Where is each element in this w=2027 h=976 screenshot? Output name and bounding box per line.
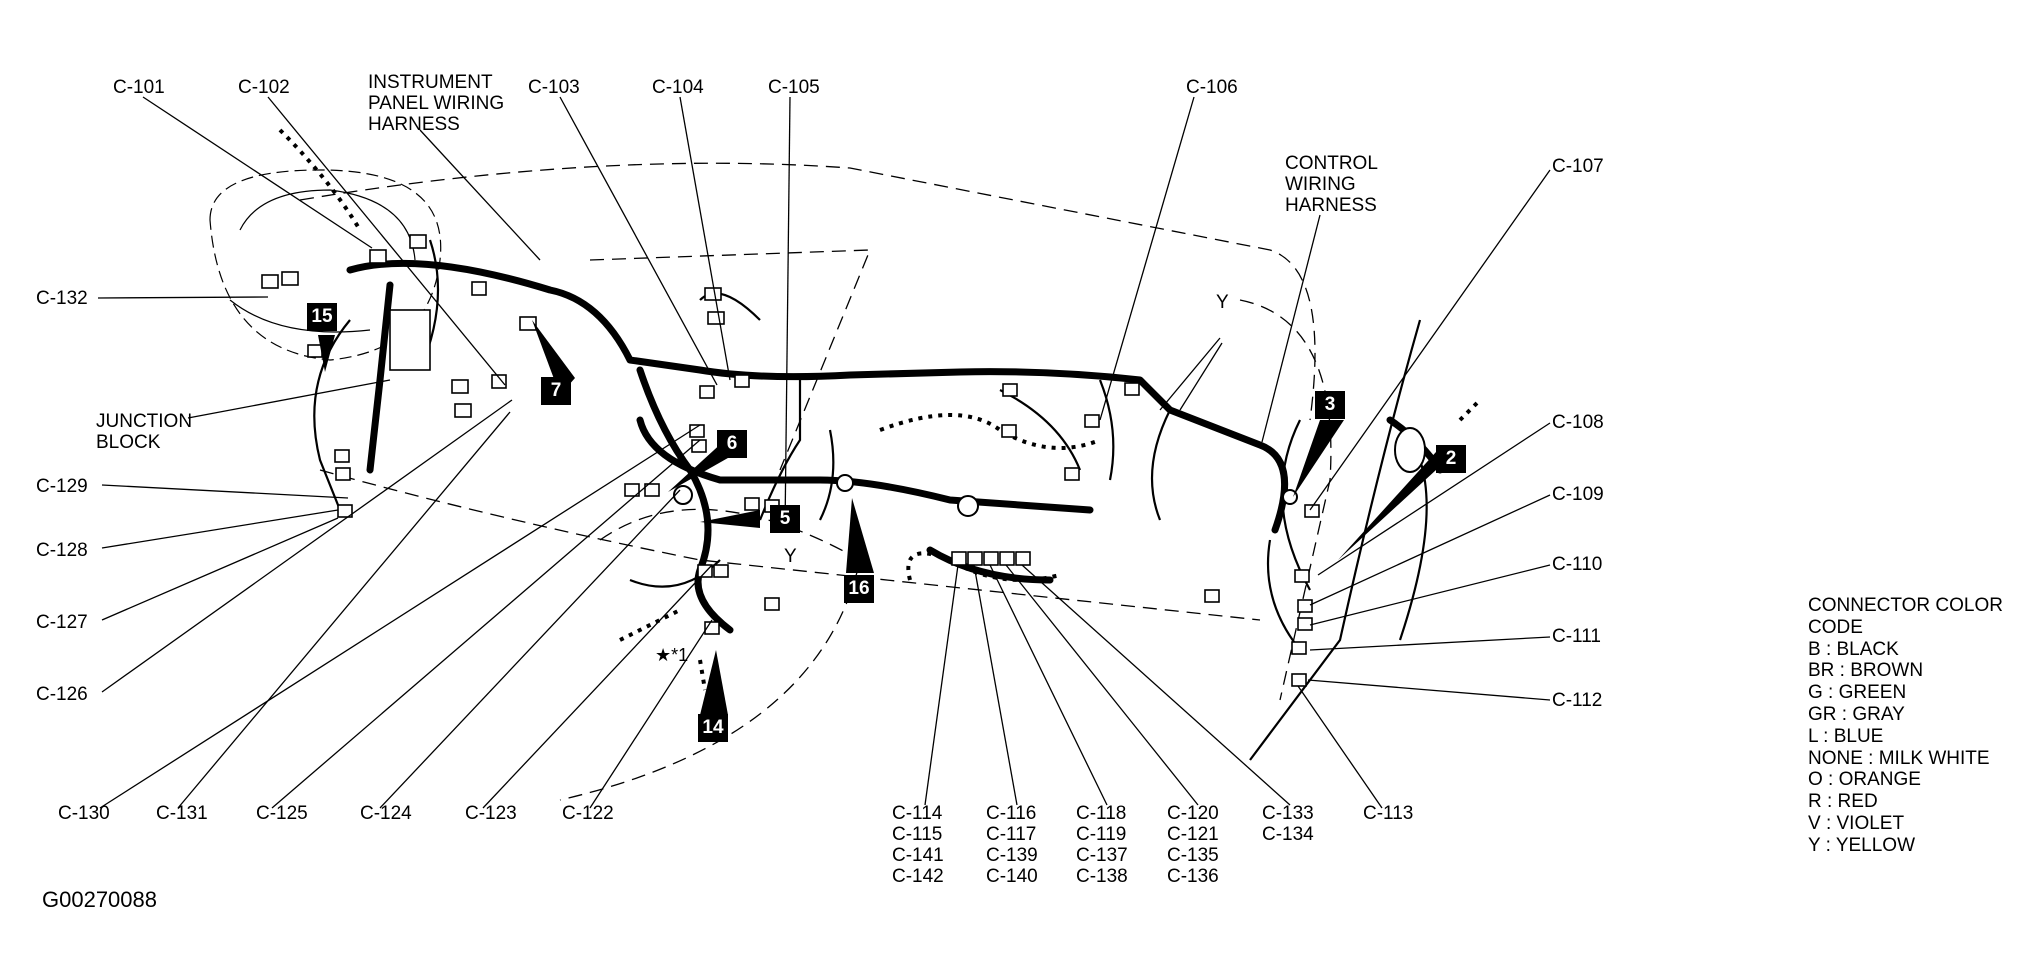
connector-label-c106: C-106 (1186, 77, 1238, 98)
connector-label-c122: C-122 (562, 803, 614, 824)
figure-id: G00270088 (42, 887, 157, 912)
wire-color-mark-y-1: Y (1216, 292, 1229, 313)
connector-label-c131: C-131 (156, 803, 208, 824)
connector-label-c108: C-108 (1552, 412, 1604, 433)
location-tag-15: 15 (307, 303, 337, 331)
connector-label-c125: C-125 (256, 803, 308, 824)
location-arrows (318, 320, 1436, 715)
dashboard-outline (299, 162, 1332, 801)
legend-entry: L : BLUE (1808, 725, 1884, 747)
connector-label-c107: C-107 (1552, 156, 1604, 177)
legend-title-line-2: CODE (1808, 616, 1863, 638)
wire-color-mark-y-2: Y (784, 546, 797, 567)
junction-block-label: JUNCTION BLOCK (96, 411, 193, 453)
legend-entry: Y : YELLOW (1808, 834, 1916, 856)
connector-label-c132: C-132 (36, 288, 88, 309)
connector-label-c102: C-102 (238, 77, 290, 98)
dashed-wires (278, 128, 1482, 691)
location-tag-16: 16 (844, 575, 874, 603)
connector-label-c101: C-101 (113, 77, 165, 98)
connector-label-c127: C-127 (36, 612, 88, 633)
legend-entry: B : BLACK (1808, 638, 1899, 660)
connector-label-c104: C-104 (652, 77, 704, 98)
connector-label-c128: C-128 (36, 540, 88, 561)
connector-label-c130: C-130 (58, 803, 110, 824)
location-tag-2: 2 (1436, 445, 1466, 473)
connector-label-c109: C-109 (1552, 484, 1604, 505)
legend-entry: GR : GRAY (1808, 703, 1905, 725)
legend-entry: R : RED (1808, 791, 1878, 813)
legend-entry: O : ORANGE (1808, 769, 1921, 791)
connector-label-c123: C-123 (465, 803, 517, 824)
legend-title-line-1: CONNECTOR COLOR (1808, 595, 2003, 616)
connector-label-c111: C-111 (1552, 626, 1601, 647)
instrument-panel-harness-label: INSTRUMENT PANEL WIRING HARNESS (368, 72, 505, 135)
legend-entry: V : VIOLET (1808, 812, 1905, 834)
legend-entry: BR : BROWN (1808, 660, 1924, 682)
connector-label-c103: C-103 (528, 77, 580, 98)
location-tag-14: 14 (698, 714, 728, 742)
connector-label-c110: C-110 (1552, 554, 1603, 575)
connector-label-c112: C-112 (1552, 690, 1603, 711)
main-harness (346, 259, 1444, 634)
steering-wheel (209, 169, 442, 361)
legend-entry: NONE : MILK WHITE (1808, 747, 1990, 769)
connector-label-c105: C-105 (768, 77, 820, 98)
connector-label-c124: C-124 (360, 803, 412, 824)
leader-lines (97, 96, 1551, 809)
connector-label-c126: C-126 (36, 684, 88, 705)
location-tag-5: 5 (770, 505, 800, 533)
control-harness-label: CONTROL WIRING HARNESS (1285, 153, 1378, 216)
connector-label-c113: C-113 (1363, 803, 1414, 824)
legend-entry: G : GREEN (1808, 682, 1907, 704)
footnote-star-mark: ★*1 (655, 645, 689, 665)
location-tag-6: 6 (717, 430, 747, 458)
connector-boxes (261, 234, 1320, 687)
branch-wires (313, 239, 1428, 761)
connector-label-c129: C-129 (36, 476, 88, 497)
round-connectors (673, 427, 1426, 517)
location-tag-3: 3 (1315, 391, 1345, 419)
location-tag-7: 7 (541, 377, 571, 405)
connector-color-code-legend: CONNECTOR COLOR CODE B : BLACK BR : BROW… (1808, 595, 2003, 857)
